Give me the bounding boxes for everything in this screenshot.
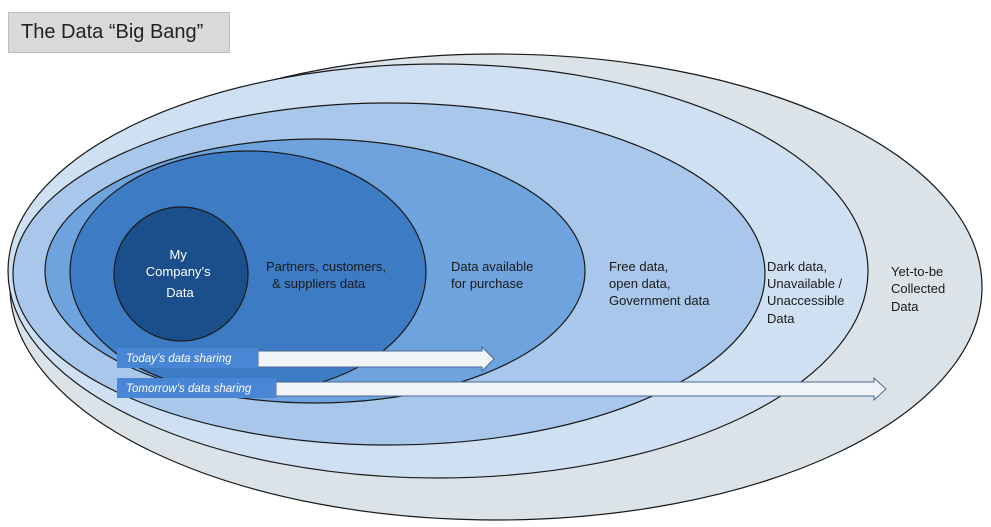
tag-today-label: Today’s data sharing: [126, 353, 232, 365]
label-yet-to-be-collected: Yet-to-be Collected Data: [891, 264, 949, 314]
arrow-today: [257, 345, 495, 373]
label-data-for-purchase: Data available for purchase: [451, 259, 537, 291]
tag-tomorrow-label: Tomorrow’s data sharing: [126, 383, 252, 395]
label-my-company-data: My Company’s Data: [146, 247, 214, 300]
tag-tomorrow: [117, 378, 276, 398]
label-dark-data: Dark data, Unavailable / Unaccessible Da…: [767, 259, 848, 326]
arrow-tomorrow: [275, 376, 887, 402]
tag-today: [117, 348, 258, 368]
label-free-data: Free data, open data, Government data: [609, 259, 710, 308]
ring-my-company-data: [113, 206, 249, 342]
diagram-title: The Data “Big Bang”: [8, 12, 230, 53]
label-partners-data: Partners, customers, & suppliers data: [266, 259, 390, 291]
